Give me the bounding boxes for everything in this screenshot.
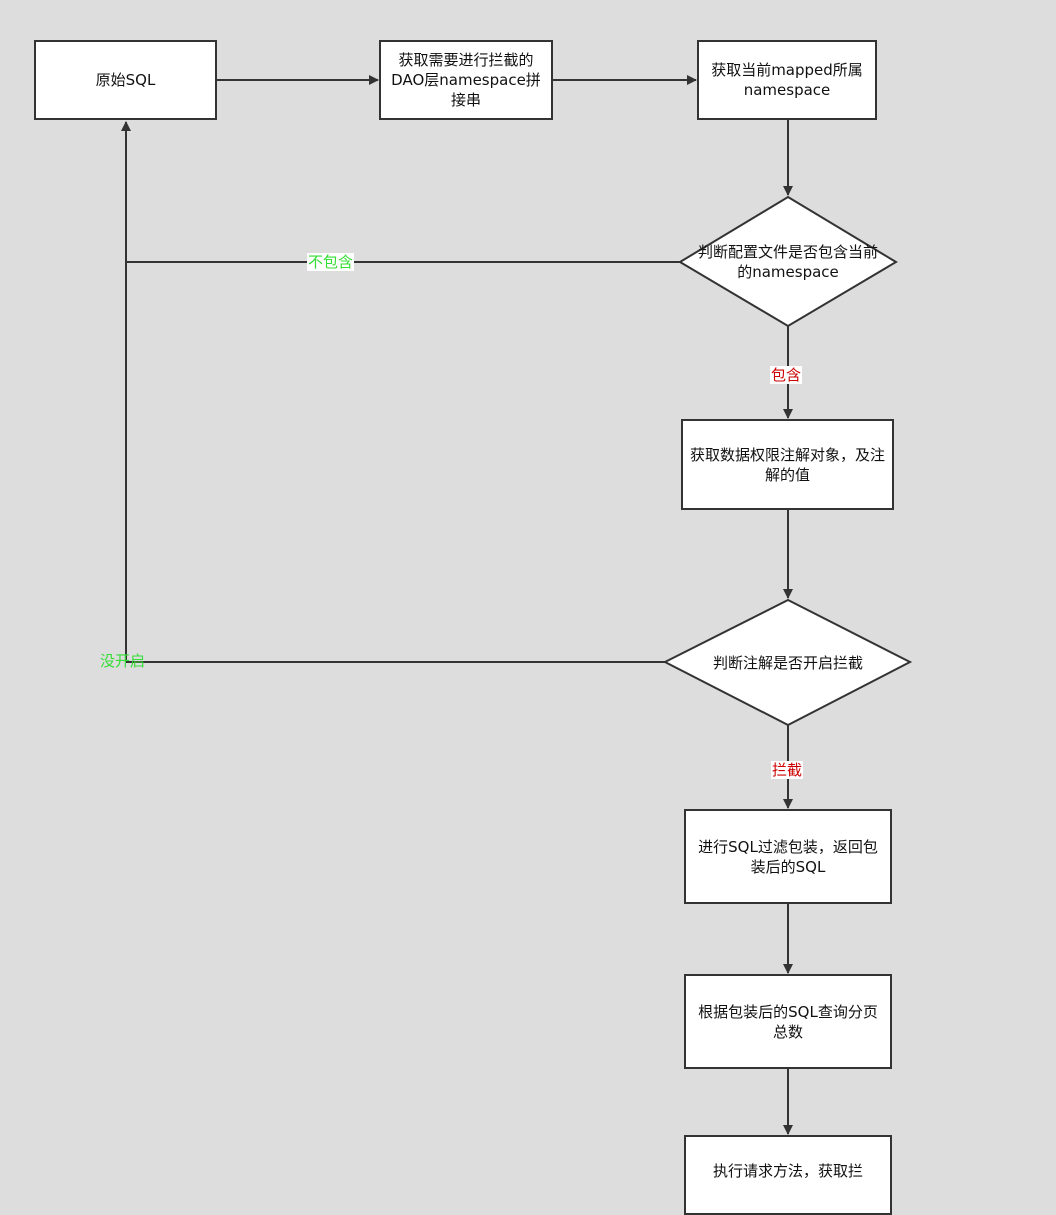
node-check-interception-enabled: 判断注解是否开启拦截	[690, 650, 886, 676]
decision-check-config-shape	[678, 195, 898, 328]
node-get-mapped-namespace: 获取当前mapped所属namespace	[697, 40, 877, 120]
node-check-config-contains: 判断配置文件是否包含当前的namespace	[688, 236, 888, 288]
node-filter-wrap-sql-label: 进行SQL过滤包装，返回包装后的SQL	[698, 837, 878, 876]
node-get-mapped-namespace-label: 获取当前mapped所属namespace	[711, 61, 863, 99]
flowchart-connectors	[121, 75, 913, 1135]
edge-label-not-contains: 不包含	[307, 253, 355, 271]
node-query-page-total-label: 根据包装后的SQL查询分页总数	[698, 1002, 878, 1041]
decision-check-enabled-shape	[662, 598, 913, 727]
node-filter-wrap-sql: 进行SQL过滤包装，返回包装后的SQL	[684, 809, 892, 904]
node-execute-request-label: 执行请求方法，获取拦	[712, 1162, 863, 1180]
node-check-interception-enabled-label: 判断注解是否开启拦截	[712, 654, 863, 672]
node-raw-sql-label: 原始SQL	[95, 71, 156, 89]
node-get-annotation: 获取数据权限注解对象，及注解的值	[681, 419, 894, 510]
edge-label-contains: 包含	[770, 366, 803, 384]
node-get-dao-namespace-label: 获取需要进行拦截的DAO层namespace拼接串	[391, 51, 541, 109]
node-get-dao-namespace: 获取需要进行拦截的DAO层namespace拼接串	[379, 40, 553, 120]
node-query-page-total: 根据包装后的SQL查询分页总数	[684, 974, 892, 1069]
node-raw-sql: 原始SQL	[34, 40, 217, 120]
edge-label-not-enabled: 没开启	[100, 652, 146, 670]
node-execute-request: 执行请求方法，获取拦	[684, 1135, 892, 1215]
node-check-config-contains-label: 判断配置文件是否包含当前的namespace	[697, 243, 878, 281]
edge-label-intercept: 拦截	[771, 761, 804, 779]
flowchart: 原始SQL 获取需要进行拦截的DAO层namespace拼接串 获取当前mapp…	[34, 40, 913, 1215]
node-get-annotation-label: 获取数据权限注解对象，及注解的值	[689, 445, 885, 484]
